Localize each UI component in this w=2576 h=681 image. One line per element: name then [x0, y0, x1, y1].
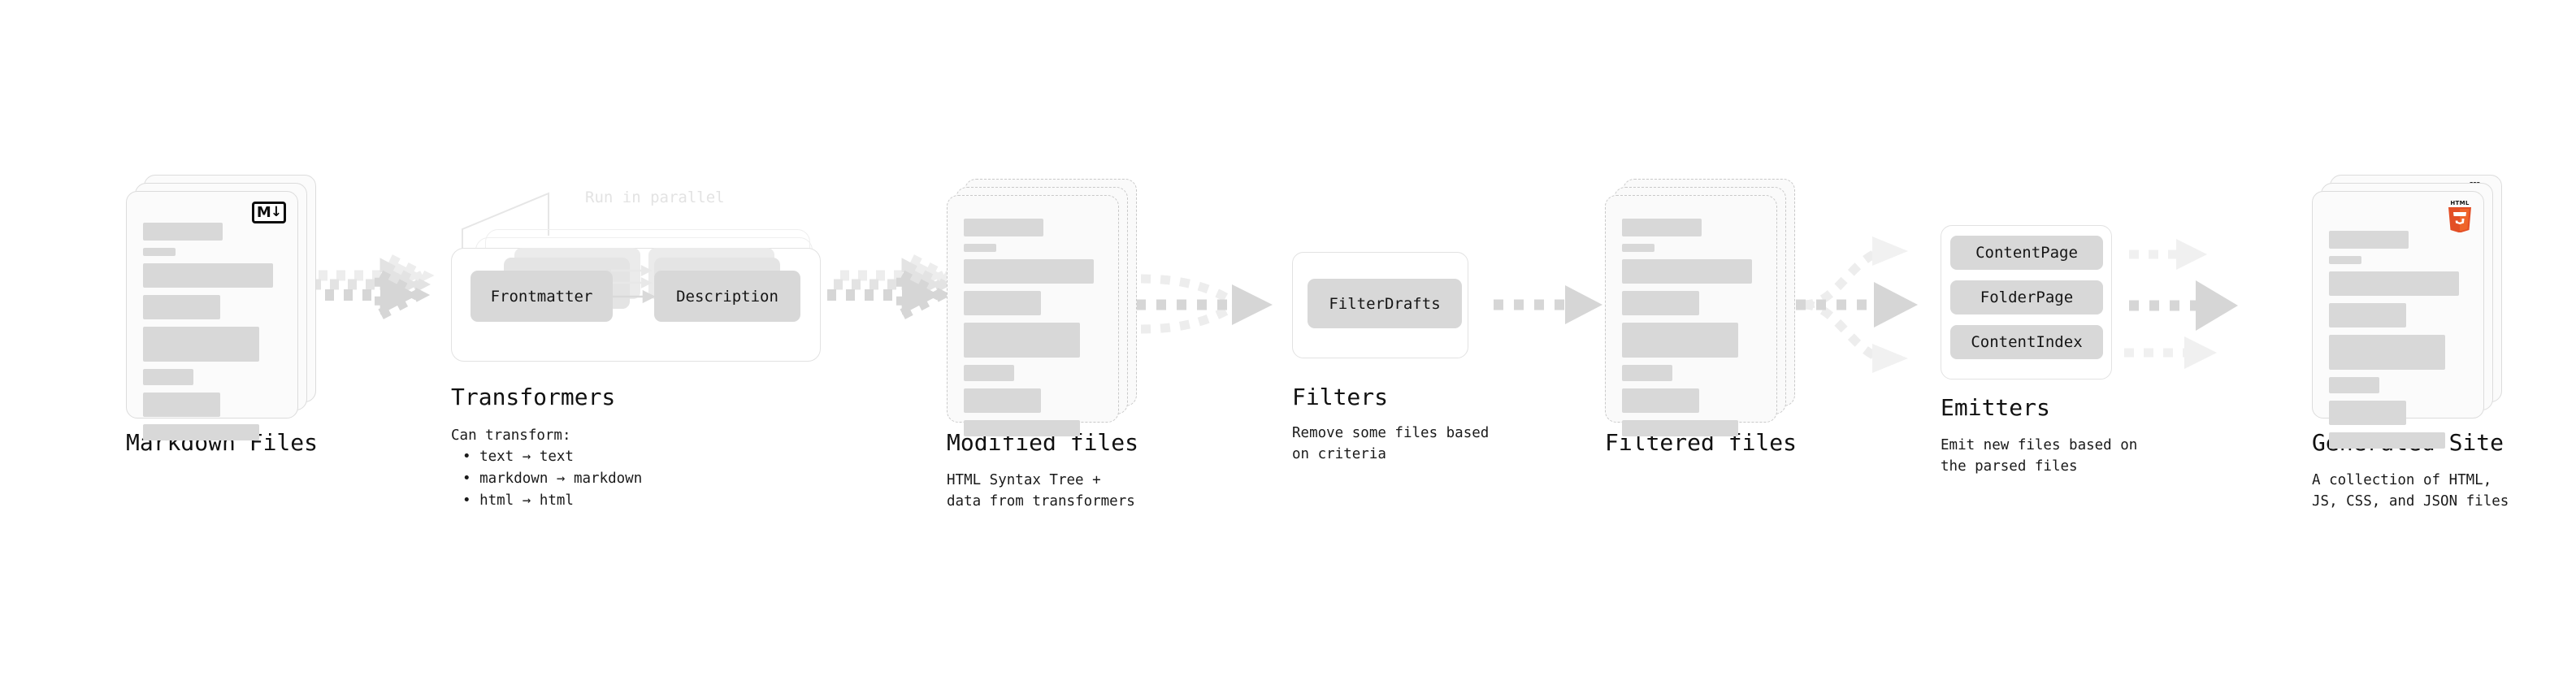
- markdown-file-stack: M↓ M↓ M↓: [126, 175, 329, 440]
- modified-card-front: [947, 195, 1119, 436]
- transformers-bullet-0: • text → text: [462, 449, 574, 465]
- html5-icon: HTML: [2446, 198, 2474, 236]
- connector-filtered-to-emitters: [1796, 236, 1918, 373]
- filters-subtitle: Remove some files based on criteria: [1292, 425, 1490, 462]
- chip-frontmatter-label: Frontmatter: [490, 287, 593, 306]
- transformer-inner-arrows: [603, 265, 656, 304]
- chip-contentindex[interactable]: ContentIndex: [1950, 325, 2103, 359]
- connector-filters-to-filtered: [1494, 285, 1602, 324]
- site-card-front-html: HTML: [2312, 191, 2484, 449]
- chip-contentindex-label: ContentIndex: [1971, 333, 2083, 351]
- modified-file-stack: [947, 179, 1150, 436]
- connector-modified-to-filters: [1136, 274, 1273, 334]
- transformers-bullet-2: • html → html: [462, 492, 574, 509]
- card-skeleton: [964, 219, 1105, 444]
- chip-filterdrafts-label: FilterDrafts: [1329, 294, 1441, 313]
- stage-title-transformers: Transformers: [451, 384, 616, 410]
- connector-emitters-to-site: [2124, 239, 2238, 369]
- connector-md-to-transformers: [288, 250, 435, 324]
- emitters-subtitle: Emit new files based on the parsed files: [1941, 437, 2138, 475]
- card-skeleton: [2329, 231, 2470, 456]
- filtered-file-stack: [1605, 179, 1808, 436]
- modified-files-subtitle: HTML Syntax Tree + data from transformer…: [947, 472, 1135, 510]
- chip-description-label: Description: [676, 287, 778, 306]
- chip-folderpage-label: FolderPage: [1980, 288, 2074, 306]
- transformers-bullet-1: • markdown → markdown: [462, 471, 643, 487]
- svg-text:HTML: HTML: [2450, 200, 2469, 206]
- parallel-leader-line: [462, 192, 549, 258]
- chip-filterdrafts[interactable]: FilterDrafts: [1308, 279, 1462, 328]
- chip-contentpage[interactable]: ContentPage: [1950, 236, 2103, 270]
- stage-title-filters: Filters: [1292, 384, 1389, 410]
- chip-frontmatter[interactable]: Frontmatter: [471, 271, 613, 322]
- chip-contentpage-label: ContentPage: [1975, 244, 2078, 262]
- card-skeleton: [1622, 219, 1763, 444]
- chip-folderpage[interactable]: FolderPage: [1950, 280, 2103, 314]
- markdown-card-front: M↓: [126, 191, 298, 440]
- run-in-parallel-label: Run in parallel: [585, 189, 725, 206]
- chip-description[interactable]: Description: [654, 271, 800, 322]
- card-skeleton: [143, 223, 284, 448]
- generated-site-subtitle: A collection of HTML, JS, CSS, and JSON …: [2312, 472, 2509, 510]
- transformers-subtitle: Can transform:: [451, 427, 571, 444]
- stage-title-emitters: Emitters: [1941, 394, 2050, 421]
- connector-transformers-to-modified: [827, 250, 956, 324]
- filtered-card-front: [1605, 195, 1777, 436]
- generated-site-stack: HTML: [2312, 175, 2515, 449]
- markdown-badge-icon-3: M↓: [252, 202, 286, 223]
